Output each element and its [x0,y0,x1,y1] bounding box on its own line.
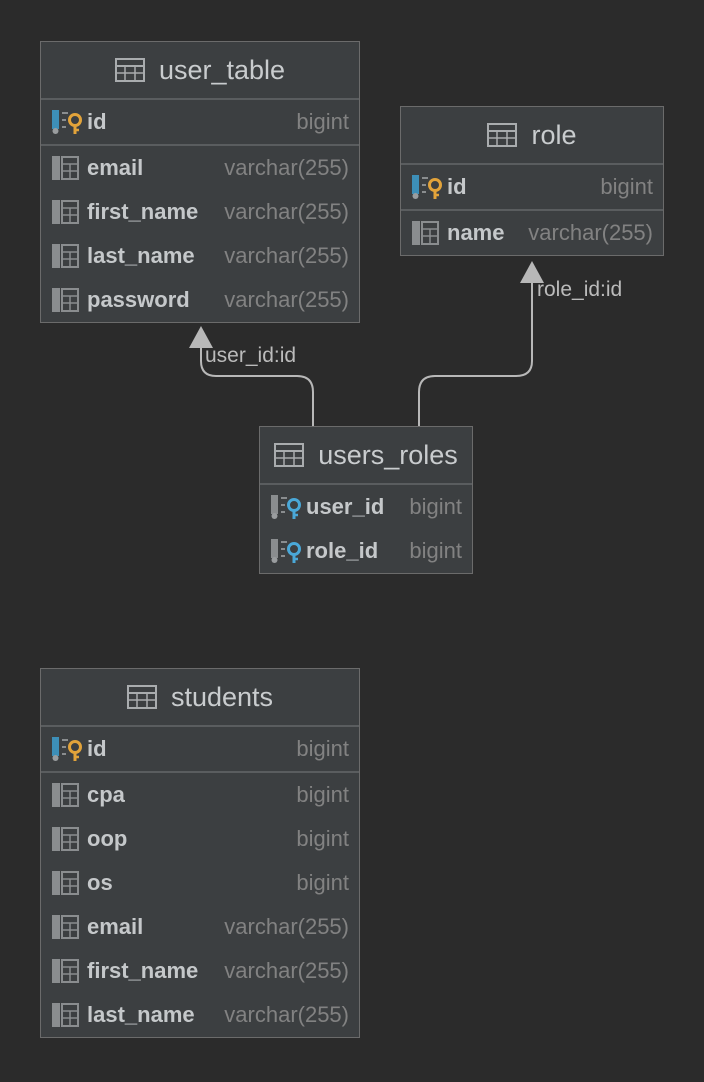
edge-label-user-id: user_id:id [205,344,297,367]
column-icon [52,827,79,851]
column-type: varchar(255) [224,243,349,268]
column-row-id[interactable]: id bigint [401,165,663,209]
column-icon [52,959,79,983]
column-icon [52,244,79,268]
column-icon [52,288,79,312]
table-role[interactable]: role id bigint name varchar(255) [400,106,664,256]
column-name: user_id [306,494,385,519]
column-type: bigint [296,736,349,761]
column-icon [412,221,439,245]
column-type: bigint [600,174,653,199]
column-row-name[interactable]: name varchar(255) [401,211,663,255]
column-name: first_name [87,958,199,983]
column-type: bigint [296,109,349,134]
column-row-first-name[interactable]: first_name varchar(255) [41,190,359,234]
primary-key-section: id bigint [41,100,359,146]
column-type: bigint [409,538,462,563]
column-row-email[interactable]: email varchar(255) [41,146,359,190]
column-name: id [87,109,107,134]
column-name: cpa [87,782,125,807]
table-icon [114,58,145,82]
column-type: varchar(255) [224,199,349,224]
column-row-os[interactable]: os bigint [41,861,359,905]
column-name: name [447,220,505,245]
column-type: varchar(255) [224,958,349,983]
column-type: bigint [296,782,349,807]
table-title: users_roles [318,440,458,470]
column-icon [52,915,79,939]
primary-key-icon [52,110,82,134]
column-row-id[interactable]: id bigint [41,100,359,144]
column-name: last_name [87,1002,195,1027]
column-row-last-name[interactable]: last_name varchar(255) [41,234,359,278]
edge-label-role-id: role_id:id [537,278,623,301]
column-row-cpa[interactable]: cpa bigint [41,773,359,817]
column-row-email[interactable]: email varchar(255) [41,905,359,949]
table-title: students [170,682,274,712]
table-icon [274,443,305,467]
column-row-role-id[interactable]: role_id bigint [260,529,472,573]
table-header: role [401,107,663,165]
column-name: os [87,870,113,895]
column-icon [52,1003,79,1027]
column-name: id [447,174,467,199]
column-name: oop [87,826,128,851]
table-icon [487,123,518,147]
column-icon [52,783,79,807]
column-name: password [87,287,190,312]
column-row-last-name[interactable]: last_name varchar(255) [41,993,359,1037]
column-row-password[interactable]: password varchar(255) [41,278,359,322]
column-type: varchar(255) [224,287,349,312]
column-name: last_name [87,243,195,268]
column-row-oop[interactable]: oop bigint [41,817,359,861]
table-header: students [41,669,359,727]
foreign-key-icon [271,495,301,519]
column-row-first-name[interactable]: first_name varchar(255) [41,949,359,993]
columns-section: name varchar(255) [401,211,663,255]
table-title: role [531,120,577,150]
table-title: user_table [158,55,286,85]
primary-key-icon [52,737,82,761]
edge-role-id [418,281,533,426]
column-type: varchar(255) [224,1002,349,1027]
column-icon [52,200,79,224]
column-type: bigint [296,870,349,895]
column-name: role_id [306,538,379,563]
column-row-user-id[interactable]: user_id bigint [260,485,472,529]
column-icon [52,156,79,180]
column-type: bigint [409,494,462,519]
column-name: email [87,914,144,939]
column-type: varchar(255) [224,914,349,939]
primary-key-icon [412,175,442,199]
column-icon [52,871,79,895]
table-header: user_table [41,42,359,100]
column-type: varchar(255) [528,220,653,245]
column-type: bigint [296,826,349,851]
foreign-key-icon [271,539,301,563]
column-row-id[interactable]: id bigint [41,727,359,771]
primary-key-section: id bigint [41,727,359,773]
table-icon [126,685,157,709]
column-type: varchar(255) [224,155,349,180]
table-students[interactable]: students id bigint cpa bigint oop bigint os bigi… [40,668,360,1038]
table-header: users_roles [260,427,472,485]
column-name: first_name [87,199,199,224]
column-name: email [87,155,144,180]
columns-section: cpa bigint oop bigint os bigint email varchar(2… [41,773,359,1037]
column-name: id [87,736,107,761]
primary-key-section: id bigint [401,165,663,211]
